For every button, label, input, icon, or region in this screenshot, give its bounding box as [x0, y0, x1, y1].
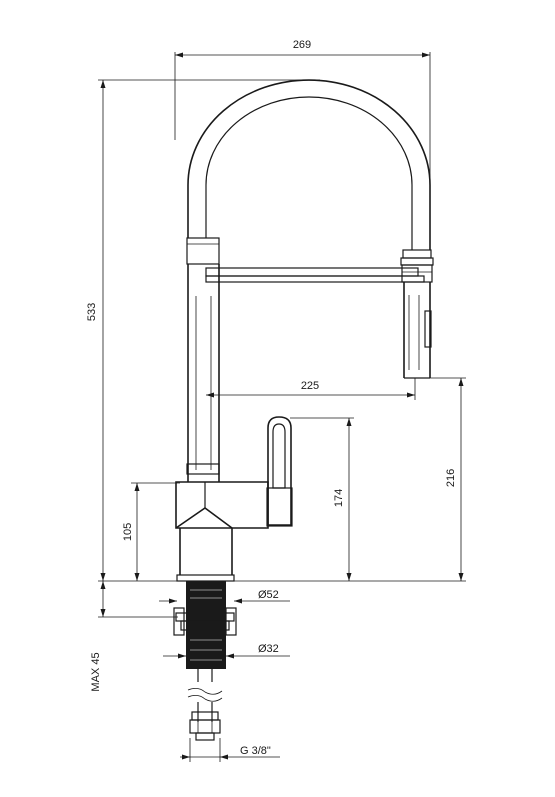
dimension-spout-reach: 225	[206, 378, 416, 400]
dimension-handle-height: 174	[290, 417, 354, 581]
dimension-max-mount: MAX 45	[90, 581, 178, 692]
label-spout-reach: 225	[301, 380, 319, 392]
dimension-overall-height: 533	[86, 79, 320, 581]
label-hose-connection: G 3/8"	[240, 745, 271, 757]
dimension-base-diameter: Ø52	[159, 589, 290, 604]
label-base-diameter: Ø52	[258, 589, 279, 601]
supply-hose	[187, 669, 223, 741]
mounting-shank	[173, 581, 237, 669]
label-max-mount: MAX 45	[90, 652, 102, 691]
label-body-height: 105	[122, 523, 134, 541]
label-shank-diameter: Ø32	[258, 643, 279, 655]
dimension-hose-connection: G 3/8"	[180, 738, 280, 762]
dimension-spout-height: 216	[430, 377, 466, 581]
dimension-body-height: 105	[122, 482, 180, 581]
faucet-outline	[175, 79, 434, 582]
dimension-overall-width: 269	[174, 39, 431, 250]
label-spout-height: 216	[445, 469, 457, 487]
label-overall-width: 269	[293, 39, 311, 51]
dimension-shank-diameter: Ø32	[163, 643, 290, 659]
label-overall-height: 533	[86, 303, 98, 321]
label-handle-height: 174	[333, 489, 345, 507]
